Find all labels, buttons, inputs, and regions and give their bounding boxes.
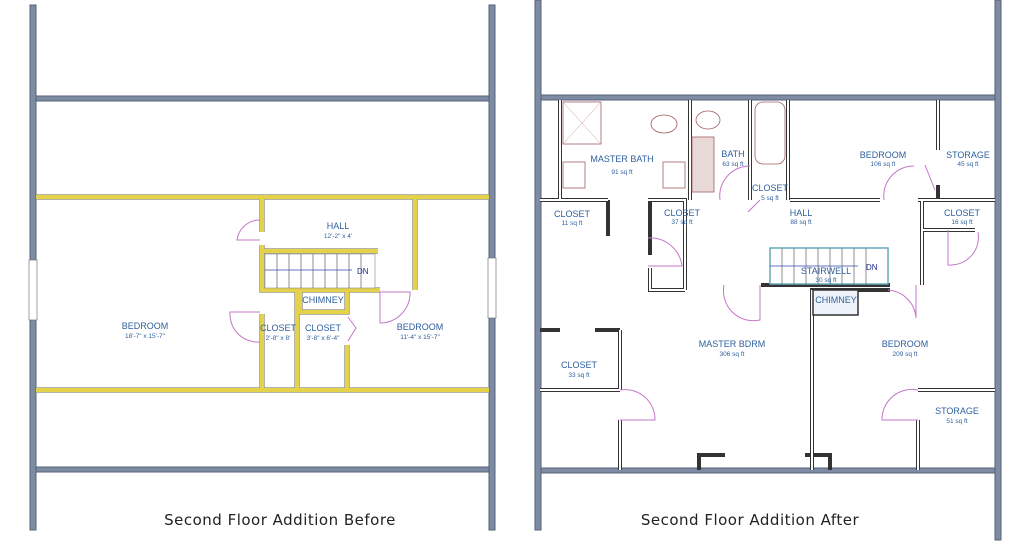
room-size: 37 sq ft [671, 219, 693, 226]
exterior-wall-left [534, 0, 542, 531]
room-name: CLOSET [561, 360, 598, 370]
chimney-label: CHIMNEY [302, 295, 344, 305]
room-size: 209 sq ft [893, 351, 918, 358]
room-name: CLOSET [664, 208, 701, 218]
room-size: 5 sq ft [761, 195, 779, 202]
exterior-wall-bottom [35, 466, 490, 473]
room-name: BEDROOM [397, 322, 444, 332]
room-name: CLOSET [752, 183, 789, 193]
room-name: HALL [790, 208, 813, 218]
room-size: 106 sq ft [871, 161, 896, 168]
room-name: BEDROOM [122, 321, 169, 331]
room-name: MASTER BDRM [699, 339, 766, 349]
room-size: 306 sq ft [720, 351, 745, 358]
room-size: 3'-8" x 6'-4" [307, 335, 340, 342]
after-plan: DN MASTER BATH 91 sq ft BATH 63 sq ft CL… [534, 0, 1002, 541]
sink [662, 161, 686, 189]
room-size: 45 sq ft [957, 161, 979, 168]
room-size: 11 sq ft [562, 220, 583, 227]
before-caption: Second Floor Addition Before [164, 511, 396, 529]
room-name: CLOSET [260, 323, 297, 333]
fixtures [562, 101, 859, 316]
room-size: 2'-8" x 8' [266, 335, 291, 342]
exterior-wall-top [35, 95, 490, 102]
room-name: CLOSET [305, 323, 342, 333]
stair-direction-label: DN [866, 263, 878, 272]
room-name: BATH [721, 149, 744, 159]
stairs: DN [264, 253, 376, 289]
doors [229, 219, 411, 343]
sink [562, 161, 586, 189]
room-size: 88 sq ft [790, 219, 812, 226]
room-size: 91 sq ft [611, 169, 633, 176]
stair-direction-label: DN [357, 267, 369, 276]
room-name: MASTER BATH [590, 154, 653, 164]
stairs: DN [769, 247, 889, 285]
window [28, 259, 38, 321]
chimney-label: CHIMNEY [815, 295, 857, 305]
room-labels: BEDROOM 18'-7" x 15'-7" HALL 12'-2" x 4'… [122, 221, 444, 342]
window [487, 257, 497, 319]
room-size: 11'-4" x 15'-7" [400, 334, 440, 341]
exterior-wall-bottom [540, 467, 996, 474]
room-name: STORAGE [935, 406, 979, 416]
after-caption: Second Floor Addition After [641, 511, 860, 529]
room-labels: MASTER BATH 91 sq ft BATH 63 sq ft CLOSE… [554, 149, 990, 425]
before-plan: DN BEDROOM 18'-7" x 15'-7" HALL 12'-2" x… [28, 4, 497, 531]
room-name: CLOSET [554, 209, 591, 219]
room-size: 63 sq ft [722, 161, 744, 168]
room-size: 51 sq ft [946, 418, 968, 425]
toilet [695, 110, 721, 130]
room-name: CLOSET [944, 208, 981, 218]
toilet [650, 114, 678, 134]
bathtub [754, 101, 786, 165]
room-name: BEDROOM [860, 150, 907, 160]
room-size: 16 sq ft [951, 219, 973, 226]
yellow-walls [36, 194, 489, 393]
room-name: STAIRWELL [801, 266, 851, 276]
exterior-wall-top [540, 94, 996, 101]
vanity [691, 136, 715, 193]
exterior-wall-right [994, 0, 1002, 541]
chimney [812, 289, 859, 316]
room-size: 18'-7" x 15'-7" [125, 333, 166, 340]
room-name: STORAGE [946, 150, 990, 160]
room-size: 30 sq ft [815, 277, 837, 284]
room-name: HALL [327, 221, 350, 231]
doors [619, 164, 979, 421]
room-size: 12'-2" x 4' [324, 233, 352, 240]
room-name: BEDROOM [882, 339, 929, 349]
room-size: 33 sq ft [568, 372, 590, 379]
